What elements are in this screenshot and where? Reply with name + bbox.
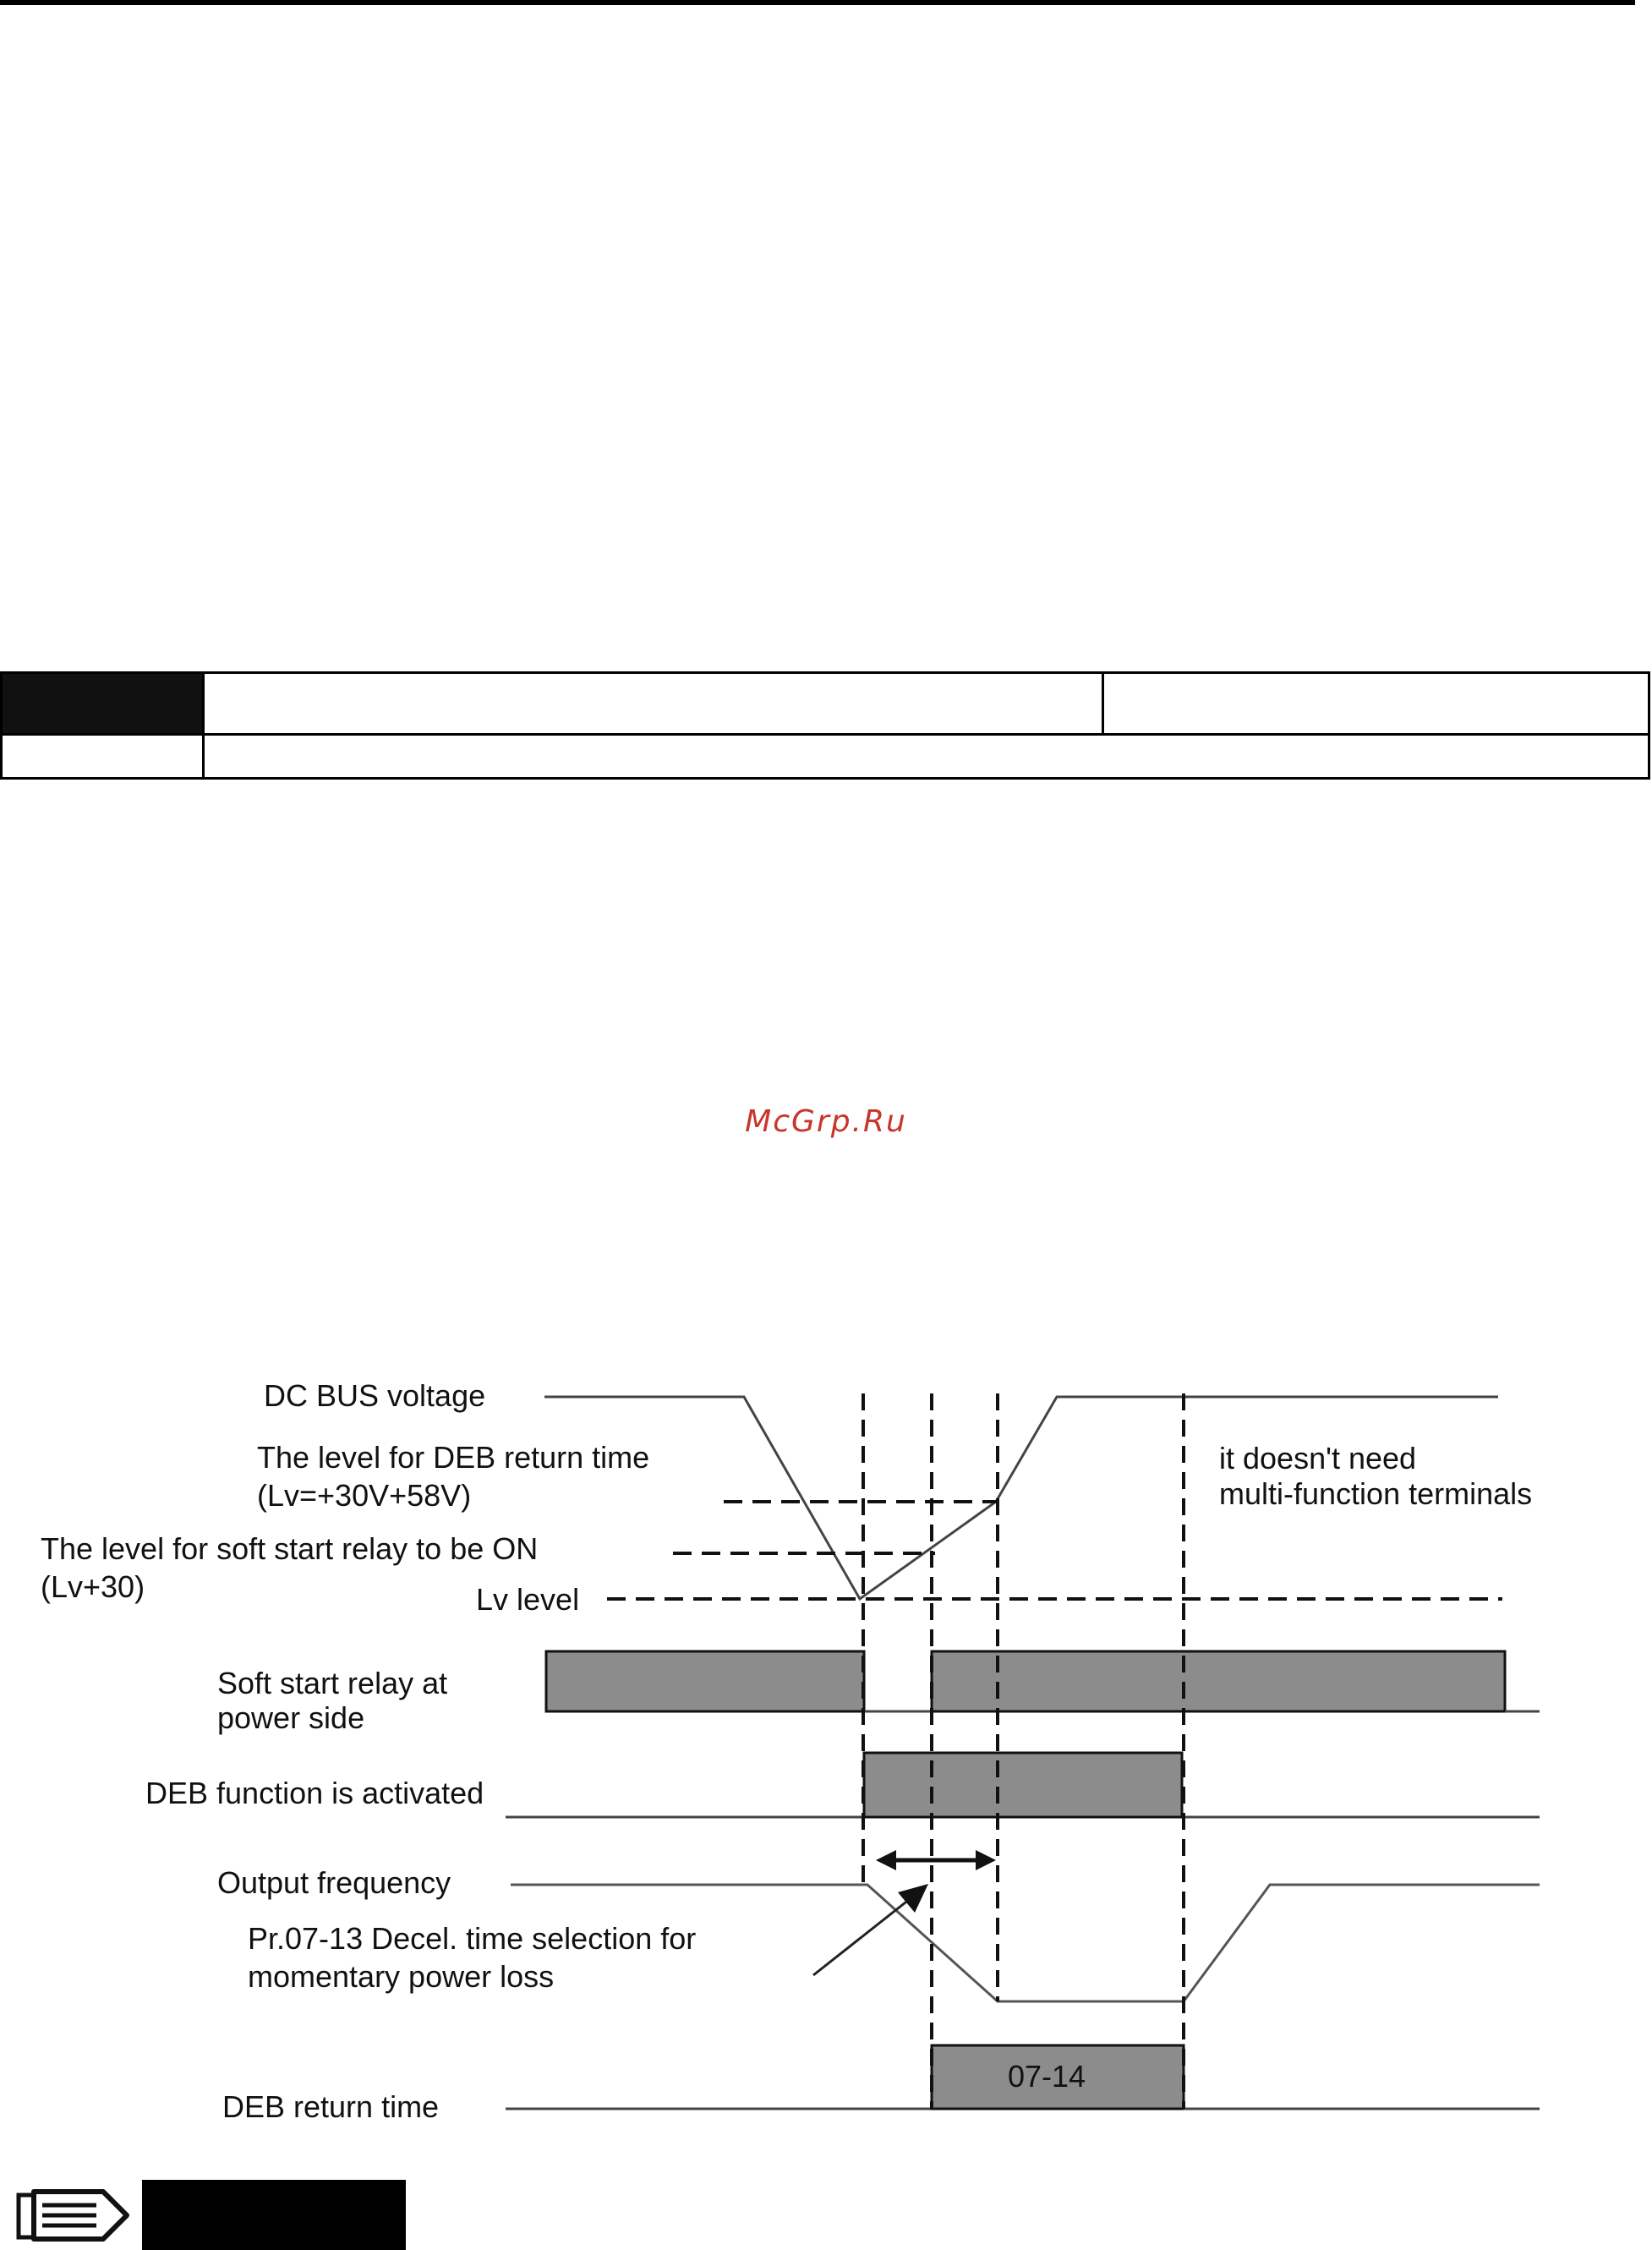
parameter-code-cell — [3, 674, 202, 733]
soft-start-level-label: The level for soft start relay to be ON — [41, 1531, 538, 1566]
note-header-box — [142, 2180, 406, 2250]
deb-return-level-label: The level for DEB return time — [257, 1440, 649, 1475]
pencil-note-icon — [16, 2189, 129, 2242]
pointer-arrow-icon — [898, 1884, 928, 1913]
settings-value-cell — [202, 733, 1648, 777]
settings-label-cell — [3, 733, 202, 777]
return-time-parameter: 07-14 — [1008, 2059, 1086, 2094]
no-terminals-note-2: multi-function terminals — [1219, 1476, 1532, 1511]
decel-selection-label: Pr.07-13 Decel. time selection for — [248, 1921, 696, 1956]
no-terminals-note: it doesn't need — [1219, 1441, 1416, 1475]
decel-selection-label-2: momentary power loss — [248, 1959, 554, 1994]
dc-bus-voltage-label: DC BUS voltage — [264, 1378, 485, 1413]
deb-activated-label: DEB function is activated — [145, 1776, 484, 1810]
soft-start-relay-on-pulse-2 — [930, 1650, 1507, 1713]
deb-return-level-value: (Lv=+30V+58V) — [257, 1478, 471, 1513]
soft-start-level-value: (Lv+30) — [41, 1569, 145, 1604]
lv-level-label: Lv level — [476, 1582, 579, 1617]
parameter-default-cell — [1102, 674, 1648, 733]
watermark: McGrp.Ru — [745, 1104, 907, 1139]
output-frequency-curve — [511, 1883, 1540, 2003]
parameter-table — [0, 671, 1650, 780]
deb-timing-diagram: DC BUS voltage The level for DEB return … — [41, 1378, 1540, 2124]
arrow-left-icon — [876, 1850, 896, 1870]
soft-start-relay-label-2: power side — [217, 1700, 364, 1735]
deb-return-time-label: DEB return time — [222, 2089, 439, 2124]
soft-start-relay-label: Soft start relay at — [217, 1666, 447, 1700]
output-frequency-label: Output frequency — [217, 1865, 451, 1900]
top-rule — [0, 0, 1635, 5]
deb-activated-pulse — [862, 1751, 1184, 1819]
dc-bus-voltage-curve — [544, 1395, 1498, 1601]
soft-start-relay-on-pulse — [544, 1650, 866, 1713]
arrow-right-icon — [976, 1850, 996, 1870]
decel-pointer-line — [812, 1897, 911, 1977]
parameter-name-cell — [202, 674, 1102, 733]
